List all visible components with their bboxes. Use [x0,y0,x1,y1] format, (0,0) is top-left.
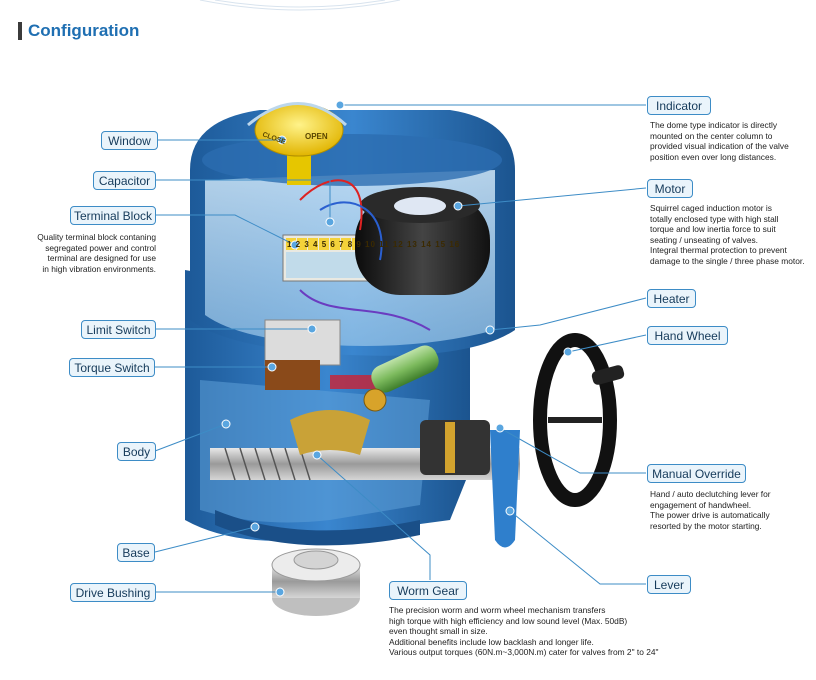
leader-dot [453,201,463,211]
indicator-open-text: OPEN [305,132,328,141]
leader-dot [267,362,277,372]
leader-dot [250,522,260,532]
page-heading: Configuration [18,21,140,40]
label-lever: Lever [647,575,691,594]
leader-dot [505,506,515,516]
lever [490,430,520,548]
label-drive-bushing: Drive Bushing [70,583,156,602]
wiring [299,289,431,331]
hand-wheel [533,333,617,507]
description-indicator: The dome type indicator is directly moun… [650,120,789,162]
leader-motor [457,187,647,207]
header-arc [214,0,386,8]
label-motor: Motor [647,179,693,198]
leader-dot [290,240,300,250]
indicator-window-dome [247,102,348,127]
terminal-numbers: 1 2 3 4 5 6 7 8 9 10 11 12 13 14 15 16 [287,240,461,249]
leader-dot [495,423,505,433]
leader-lever [509,510,646,585]
worm-wheel [290,410,370,455]
leader-dot [325,217,335,227]
leader-dot [335,100,345,110]
description-terminal-block: Quality terminal block contaning segrega… [37,232,156,274]
page-title: Configuration [28,21,140,40]
heading-marker [18,22,22,40]
description-motor: Squirrel caged induction motor is totall… [650,203,805,266]
leader-dot [485,325,495,335]
label-worm-gear: Worm Gear [389,581,467,600]
leader-terminal-block [155,214,296,246]
label-window: Window [101,131,158,150]
label-hand-wheel: Hand Wheel [647,326,728,345]
hand-wheel-grip [591,365,625,385]
leader-dot [563,347,573,357]
label-capacitor: Capacitor [93,171,156,190]
header-arc [199,0,401,11]
leader-capacitor [155,179,331,222]
label-terminal-block: Terminal Block [70,206,156,225]
label-body: Body [117,442,156,461]
leader-dots [221,100,573,597]
leader-body [154,423,227,452]
description-worm-gear: The precision worm and worm wheel mechan… [389,605,659,658]
actuator-base [215,510,420,546]
clutch-ring [445,422,455,473]
leader-manual-override [499,427,646,474]
label-indicator: Indicator [647,96,711,115]
capacitor-gear [363,388,387,412]
limit-switch [264,319,341,366]
leader-dot [275,587,285,597]
label-torque-switch: Torque Switch [69,358,155,377]
label-limit-switch: Limit Switch [81,320,156,339]
leader-worm-gear [316,454,431,580]
motor-label [394,197,446,215]
wiring [299,179,363,231]
label-heater: Heater [647,289,696,308]
leader-dot [312,450,322,460]
leader-lines [154,104,647,593]
description-manual-override: Hand / auto declutching lever for engage… [650,489,771,531]
label-base: Base [117,543,155,562]
leader-dot [307,324,317,334]
leader-base [154,526,256,553]
leader-dot [277,135,287,145]
drive-bushing-hub [293,550,339,570]
label-manual-override: Manual Override [647,464,746,483]
capacitor [371,345,439,393]
housing-top-rim [202,134,502,186]
leader-heater [489,297,647,331]
leader-dot [221,419,231,429]
leader-hand-wheel [567,334,647,353]
switch-cam [330,375,380,389]
